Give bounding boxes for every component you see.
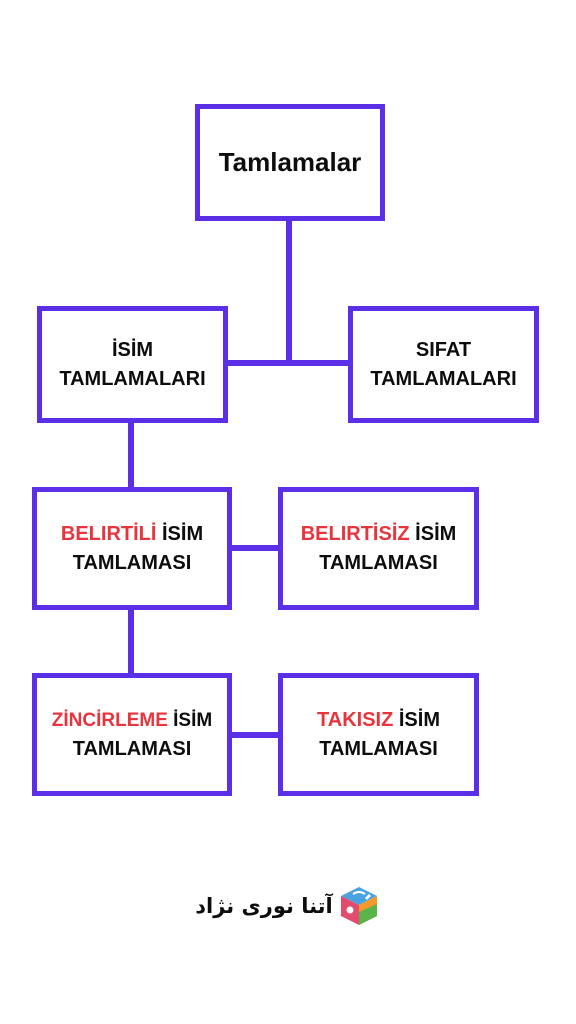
- box-belirtili-isim-tamlamasi: BELIRTİLİ İSİM TAMLAMASI: [32, 487, 232, 610]
- belirtili-line2: TAMLAMASI: [72, 551, 192, 574]
- belirtili-highlight: BELIRTİLİ: [60, 522, 157, 545]
- belirtisiz-highlight: BELIRTİSİZ: [300, 522, 410, 545]
- belirtisiz-line1: BELIRTİSİZ İSİM: [301, 520, 457, 549]
- belirtili-line1: BELIRTİLİ İSİM: [61, 520, 203, 549]
- connector-root-vertical: [286, 218, 292, 363]
- sifat-line2: TAMLAMALARI: [370, 367, 517, 390]
- isim-line2: TAMLAMALARI: [59, 367, 206, 390]
- zincirleme-rest: İSİM: [167, 709, 213, 731]
- box-isim-tamlamalari: İSİM TAMLAMALARI: [37, 306, 228, 423]
- zincirleme-line2: TAMLAMASI: [72, 737, 192, 760]
- isim-line1: İSİM: [111, 338, 154, 361]
- connector-level1-horizontal: [223, 360, 353, 366]
- box-zincirleme-isim-tamlamasi: ZİNCİRLEME İSİM TAMLAMASI: [32, 673, 232, 796]
- box-takisiz-isim-tamlamasi: TAKISIZ İSİM TAMLAMASI: [278, 673, 479, 796]
- zincirleme-line1: ZİNCİRLEME İSİM: [52, 706, 212, 735]
- connector-isim-to-belirtili: [128, 420, 134, 492]
- belirtisiz-line2: TAMLAMASI: [319, 551, 438, 574]
- root-title: Tamlamalar: [218, 147, 362, 177]
- brand-watermark: آتنا نوری نژاد: [195, 882, 377, 930]
- brand-name: آتنا نوری نژاد: [195, 894, 333, 918]
- takisiz-rest: İSİM: [393, 708, 440, 731]
- sifat-line1: SIFAT: [415, 338, 472, 361]
- takisiz-highlight: TAKISIZ: [317, 708, 394, 731]
- connector-zincirleme-to-takisiz: [228, 732, 283, 738]
- box-belirtisiz-isim-tamlamasi: BELIRTİSİZ İSİM TAMLAMASI: [278, 487, 479, 610]
- box-sifat-tamlamalari: SIFAT TAMLAMALARI: [348, 306, 539, 423]
- zincirleme-highlight: ZİNCİRLEME: [51, 709, 168, 731]
- colorful-cube-logo-icon: [337, 884, 381, 928]
- connector-belirtili-to-belirtisiz: [228, 545, 283, 551]
- takisiz-line1: TAKISIZ İSİM: [317, 706, 440, 735]
- belirtili-rest: İSİM: [156, 522, 204, 545]
- connector-belirtili-to-zincirleme: [128, 606, 134, 678]
- root-box-tamlamalar: Tamlamalar: [195, 104, 385, 221]
- takisiz-line2: TAMLAMASI: [319, 737, 438, 760]
- belirtisiz-rest: İSİM: [409, 522, 457, 545]
